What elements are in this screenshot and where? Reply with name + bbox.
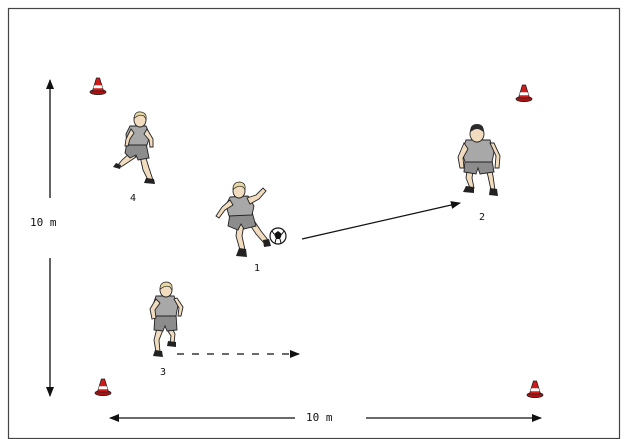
player-2	[458, 124, 500, 196]
player-1	[216, 182, 271, 257]
pass-arrow	[302, 203, 460, 239]
height-dimension-label: 10 m	[30, 217, 57, 229]
player-3	[150, 282, 183, 357]
player-label-4: 4	[130, 193, 136, 205]
player-label-2: 2	[479, 212, 485, 224]
width-dimension-label: 10 m	[306, 412, 333, 424]
player-label-1: 1	[254, 263, 260, 275]
field-boundary	[9, 9, 620, 439]
player-label-3: 3	[160, 367, 166, 379]
cone-top-right	[516, 85, 532, 102]
cone-top-left	[90, 78, 106, 95]
ball	[270, 228, 286, 244]
cone-bottom-right	[527, 381, 543, 398]
cone-bottom-left	[95, 379, 111, 396]
player-4	[113, 112, 155, 184]
